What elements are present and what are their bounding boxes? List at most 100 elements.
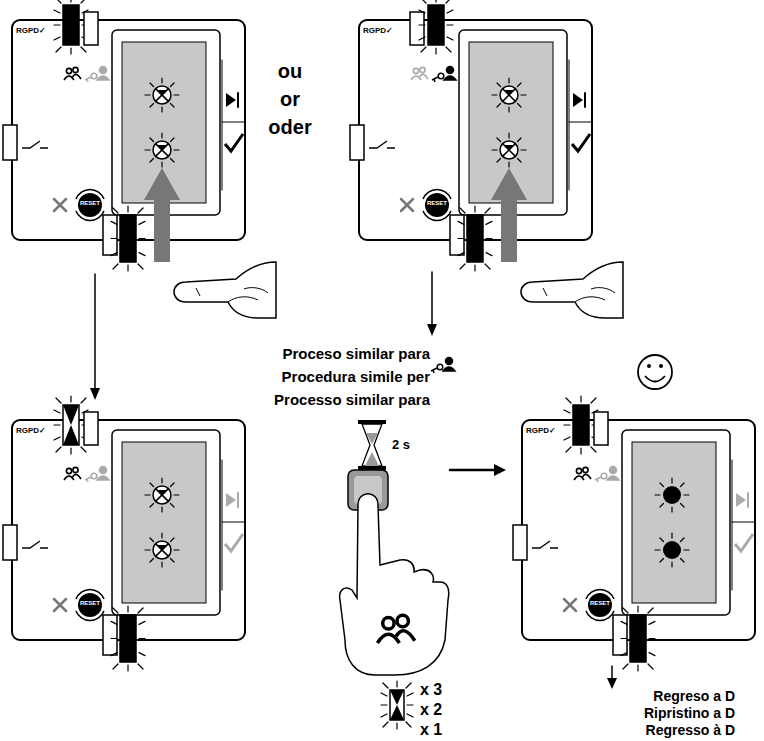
hourglass-mark — [390, 690, 404, 720]
drawing-part — [174, 549, 179, 550]
contact-tab — [350, 125, 364, 160]
drawing-part — [222, 522, 245, 523]
drawing-part — [566, 398, 571, 403]
drawing-part — [420, 67, 425, 72]
display-frame — [112, 430, 220, 615]
drawing-part — [503, 89, 516, 102]
drawing-part — [655, 494, 660, 495]
drawing-part — [237, 93, 239, 107]
drawing-part — [671, 507, 672, 512]
drawing-part — [564, 410, 570, 413]
compliance-mark: RGPD✓ — [526, 426, 556, 435]
group-icon — [377, 615, 414, 643]
drawing-part — [145, 149, 150, 150]
led-blink — [153, 486, 171, 504]
led-bar — [390, 690, 404, 720]
key-user-icon — [432, 67, 456, 83]
note-text: or — [280, 88, 300, 111]
drawing-part — [747, 493, 749, 507]
note-text: oder — [268, 116, 311, 139]
drawing-part — [508, 107, 509, 112]
drawing-part — [222, 122, 245, 123]
drawing-part — [397, 615, 408, 626]
drawing-part — [637, 665, 638, 671]
drawing-part — [423, 189, 451, 220]
drawing-part — [54, 437, 60, 440]
drawing-part — [407, 693, 413, 696]
control-unit — [3, 0, 245, 271]
drawing-part — [447, 37, 453, 40]
drawing-part — [458, 238, 464, 239]
flow-arrow — [90, 274, 100, 400]
display-frame — [622, 430, 730, 615]
drawing-part — [437, 364, 443, 370]
hourglass-mark — [63, 405, 79, 445]
drawing-part — [564, 599, 576, 611]
drawing-part — [161, 133, 162, 138]
drawing-part — [97, 476, 109, 480]
drawing-part — [138, 208, 143, 213]
drawing-part — [497, 83, 501, 87]
drawing-part — [583, 474, 592, 479]
drawing-part — [139, 638, 145, 639]
drawing-part — [655, 549, 660, 550]
drawing-part — [638, 355, 672, 389]
drawing-part — [170, 103, 174, 107]
switch-symbol — [22, 541, 48, 548]
reset-label: RESET — [590, 600, 610, 607]
drawing-part — [70, 48, 71, 54]
hourglass-icon — [358, 420, 386, 470]
led-bar — [467, 215, 483, 262]
led-bar — [410, 12, 424, 45]
note-text: 2 s — [392, 437, 410, 453]
arrow-head — [494, 464, 506, 476]
drawing-part — [610, 467, 617, 474]
led-bar — [613, 615, 627, 655]
drawing-part — [170, 138, 174, 142]
drawing-part — [145, 549, 150, 550]
press-arrow — [144, 168, 180, 262]
drawing-part — [446, 358, 453, 365]
drawing-part — [156, 489, 169, 502]
led-bar — [450, 215, 464, 255]
reset-icon — [425, 193, 449, 217]
group-icon — [411, 67, 428, 80]
drawing-part — [157, 490, 167, 495]
drawing-part — [156, 144, 169, 157]
reset-icon — [78, 593, 102, 617]
drawing-part — [543, 288, 615, 302]
drawing-part — [591, 447, 596, 452]
drawing-part — [161, 562, 162, 567]
drawing-part — [517, 103, 521, 107]
reset-icon — [588, 593, 612, 617]
press-arrow — [491, 168, 527, 262]
drawing-part — [607, 476, 619, 480]
drawing-part — [113, 608, 118, 613]
drawing-part — [170, 483, 174, 487]
group-icon — [64, 67, 81, 80]
drawing-part — [150, 158, 154, 162]
drawing-part — [447, 67, 454, 74]
check-icon — [572, 134, 590, 151]
drawing-part — [684, 494, 689, 495]
drawing-part — [111, 238, 117, 239]
drawing-part — [91, 73, 97, 79]
drawing-part — [591, 398, 596, 403]
drawing-part — [54, 10, 60, 13]
led-blink — [500, 141, 518, 159]
drawing-part — [127, 265, 128, 271]
drawing-part — [474, 206, 475, 212]
drawing-part — [421, 47, 426, 52]
drawing-part — [419, 37, 425, 40]
drawing-part — [156, 544, 169, 557]
drawing-part — [421, 0, 426, 3]
drawing-part — [671, 478, 672, 483]
button-hand — [340, 470, 449, 675]
drawing-part — [111, 621, 117, 624]
drawing-part — [56, 0, 61, 3]
led-on — [663, 486, 681, 504]
drawing-part — [54, 599, 66, 611]
drawing-part — [340, 494, 449, 675]
drawing-part — [383, 722, 388, 727]
drawing-part — [139, 653, 145, 656]
